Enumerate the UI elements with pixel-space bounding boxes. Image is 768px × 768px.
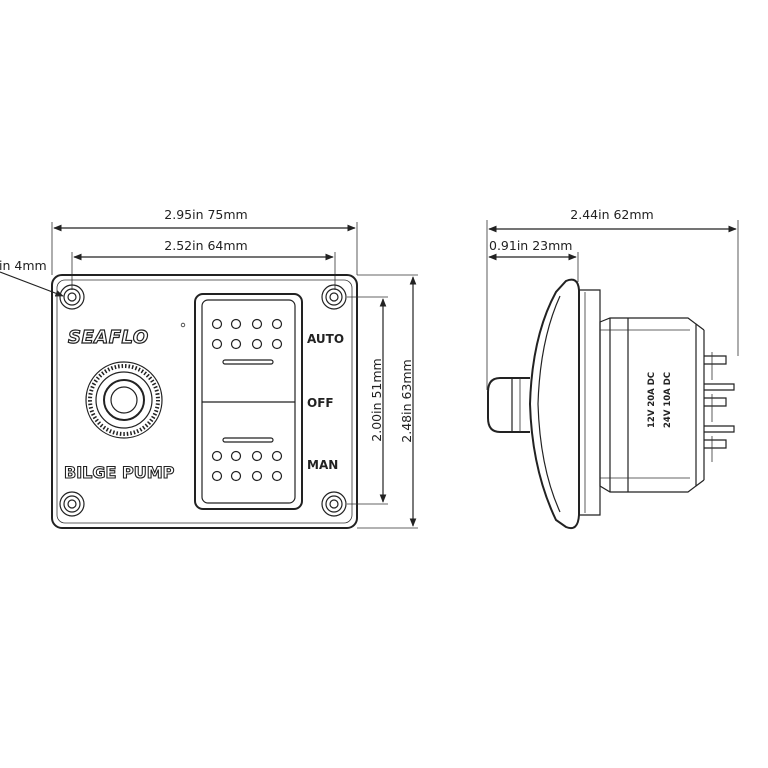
switch-led-dot <box>251 470 263 482</box>
hole-diameter-label: in 4mm <box>0 258 47 273</box>
switch-body: 12V 20A DC 24V 10A DC <box>599 317 705 493</box>
switch-position-man: MAN <box>307 458 338 472</box>
overall-width-dimension: 2.95in 75mm <box>51 207 358 275</box>
switch-led-dot <box>271 338 283 350</box>
mounting-hole-bottom-right <box>321 491 347 517</box>
switch-led-dot <box>251 338 263 350</box>
switch-led-dot <box>211 318 223 330</box>
front-depth-dimension: 0.91in 23mm <box>488 238 579 282</box>
mounting-hole-top-right <box>321 284 347 310</box>
indicator-knob <box>85 361 163 439</box>
switch-position-off: OFF <box>307 396 334 410</box>
switch-led-dot <box>271 450 283 462</box>
overall-depth-label: 2.44in 62mm <box>570 207 653 222</box>
overall-width-label: 2.95in 75mm <box>164 207 247 222</box>
switch-position-auto: AUTO <box>307 332 344 346</box>
switch-led-dot <box>230 450 242 462</box>
front-depth-label: 0.91in 23mm <box>489 238 572 253</box>
switch-terminals <box>704 352 735 462</box>
bilge-pump-label: BILGE PUMP <box>64 463 175 482</box>
switch-led-dot <box>271 318 283 330</box>
overall-height-dimension: 2.48in 63mm <box>357 274 418 529</box>
switch-led-dot <box>271 470 283 482</box>
hole-spacing-width-label: 2.52in 64mm <box>164 238 247 253</box>
switch-led-dot <box>211 470 223 482</box>
hole-diameter-dimension: in 4mm <box>0 258 64 297</box>
overall-height-label: 2.48in 63mm <box>399 359 414 442</box>
panel-plate <box>51 274 358 529</box>
side-view: 2.44in 62mm 0.91in 23mm <box>486 207 739 530</box>
switch-led-dot <box>251 318 263 330</box>
switch-led-dot <box>251 450 263 462</box>
hole-spacing-width-dimension: 2.52in 64mm <box>71 238 336 290</box>
rating-line-1: 12V 20A DC <box>647 372 657 428</box>
side-panel-profile <box>487 278 601 530</box>
panel-inner-border <box>56 279 353 524</box>
switch-led-dot <box>211 338 223 350</box>
switch-led-dot <box>211 450 223 462</box>
mounting-hole-bottom-left <box>59 491 85 517</box>
rocker-switch <box>194 293 303 510</box>
hole-spacing-height-dimension: 2.00in 51mm <box>347 296 388 505</box>
mounting-hole-top-left <box>59 284 85 310</box>
rating-line-2: 24V 10A DC <box>663 372 673 428</box>
switch-led-dot <box>230 470 242 482</box>
switch-led-dot <box>230 318 242 330</box>
switch-led-dot <box>230 338 242 350</box>
overall-depth-dimension: 2.44in 62mm <box>486 207 739 390</box>
switch-led-dots <box>211 318 283 482</box>
hole-spacing-height-label: 2.00in 51mm <box>369 358 384 441</box>
front-view: 2.95in 75mm 2.52in 64mm in 4mm <box>0 207 418 529</box>
seaflo-logo: SEAFLO <box>68 327 149 348</box>
